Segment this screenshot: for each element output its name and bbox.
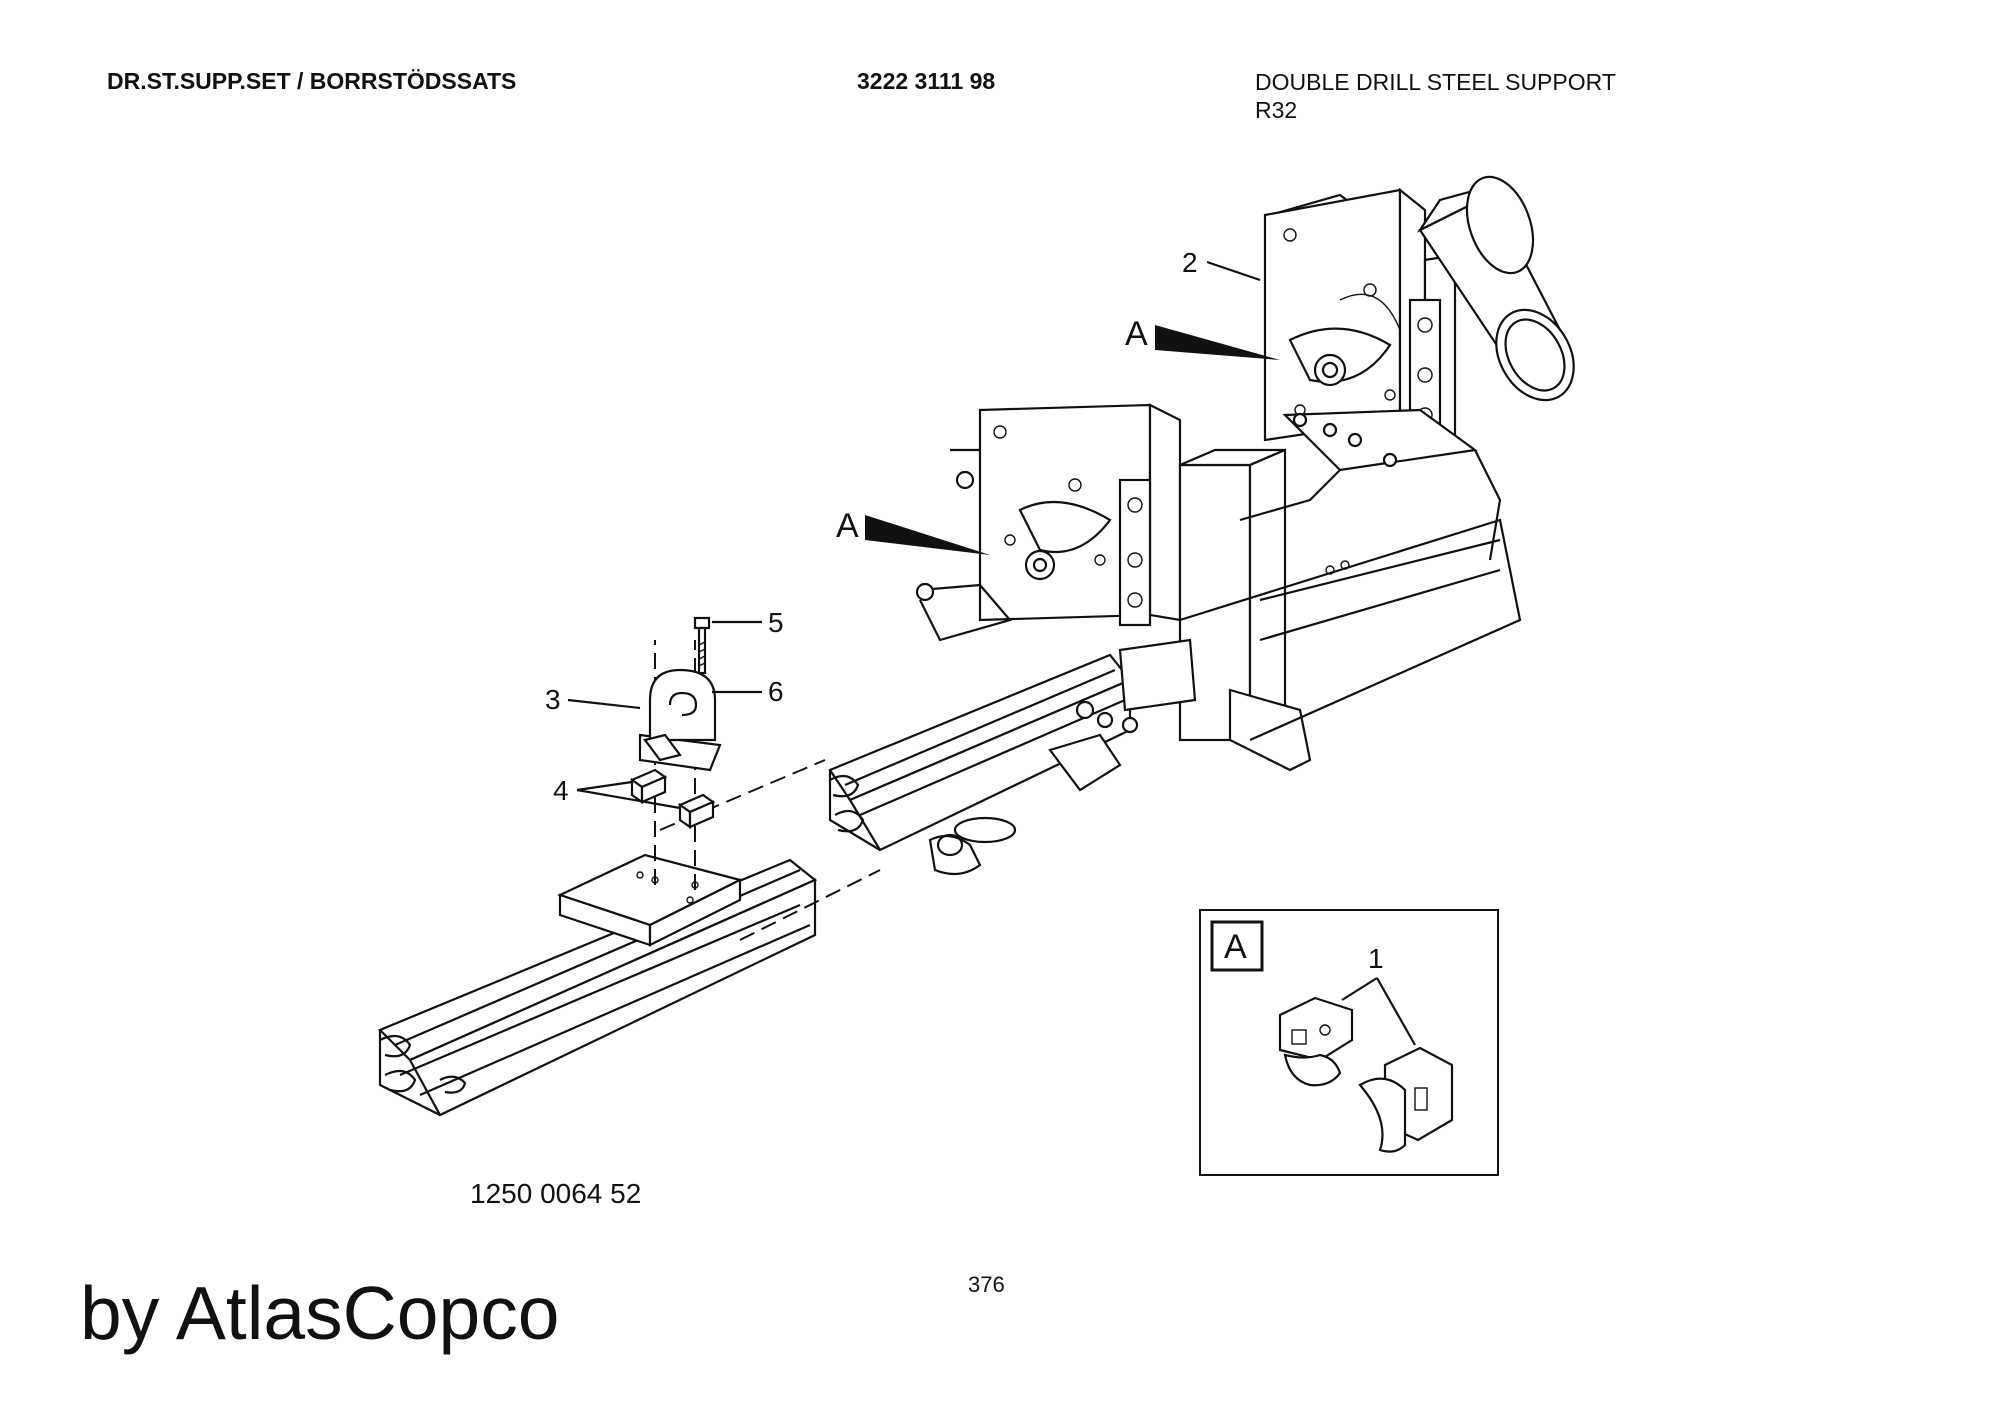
support-half-part-3: [638, 668, 722, 772]
callout-a-rear: A: [1125, 315, 1148, 353]
support-bushing-half-right: [1358, 1046, 1454, 1153]
callout-6: 6: [768, 676, 784, 707]
brand-watermark: by AtlasCopco: [80, 1271, 560, 1355]
callout-4: 4: [553, 775, 569, 806]
arrow-a-rear: [1155, 325, 1280, 360]
callout-a-front: A: [836, 507, 859, 545]
description-line-1: DOUBLE DRILL STEEL SUPPORT: [1255, 69, 1616, 95]
front-support-frame: [915, 403, 1312, 876]
document-title: DR.ST.SUPP.SET / BORRSTÖDSSATS: [107, 68, 517, 94]
support-bushing-half-left: [1278, 996, 1354, 1087]
callout-1: 1: [1368, 943, 1384, 974]
rear-cylinder: [1416, 175, 1575, 402]
rear-support-frame: [1239, 187, 1502, 561]
callout-2: 2: [1182, 247, 1198, 278]
detail-box-label: A: [1224, 928, 1247, 966]
description-line-2: R32: [1255, 97, 1298, 123]
arrow-a-front: [865, 515, 990, 555]
figure-number: 1250 0064 52: [470, 1178, 642, 1209]
part-number: 3222 3111 98: [857, 68, 996, 94]
bolt-part-5: [693, 616, 711, 675]
block-parts-4: [629, 768, 716, 830]
callout-3: 3: [545, 684, 561, 715]
slide-block: [557, 853, 744, 947]
callout-5: 5: [768, 607, 784, 638]
part-description: DOUBLE DRILL STEEL SUPPORT R32: [1255, 68, 1616, 124]
detail-view-a: A 1: [1199, 909, 1499, 1176]
page-number: 376: [968, 1272, 1005, 1297]
